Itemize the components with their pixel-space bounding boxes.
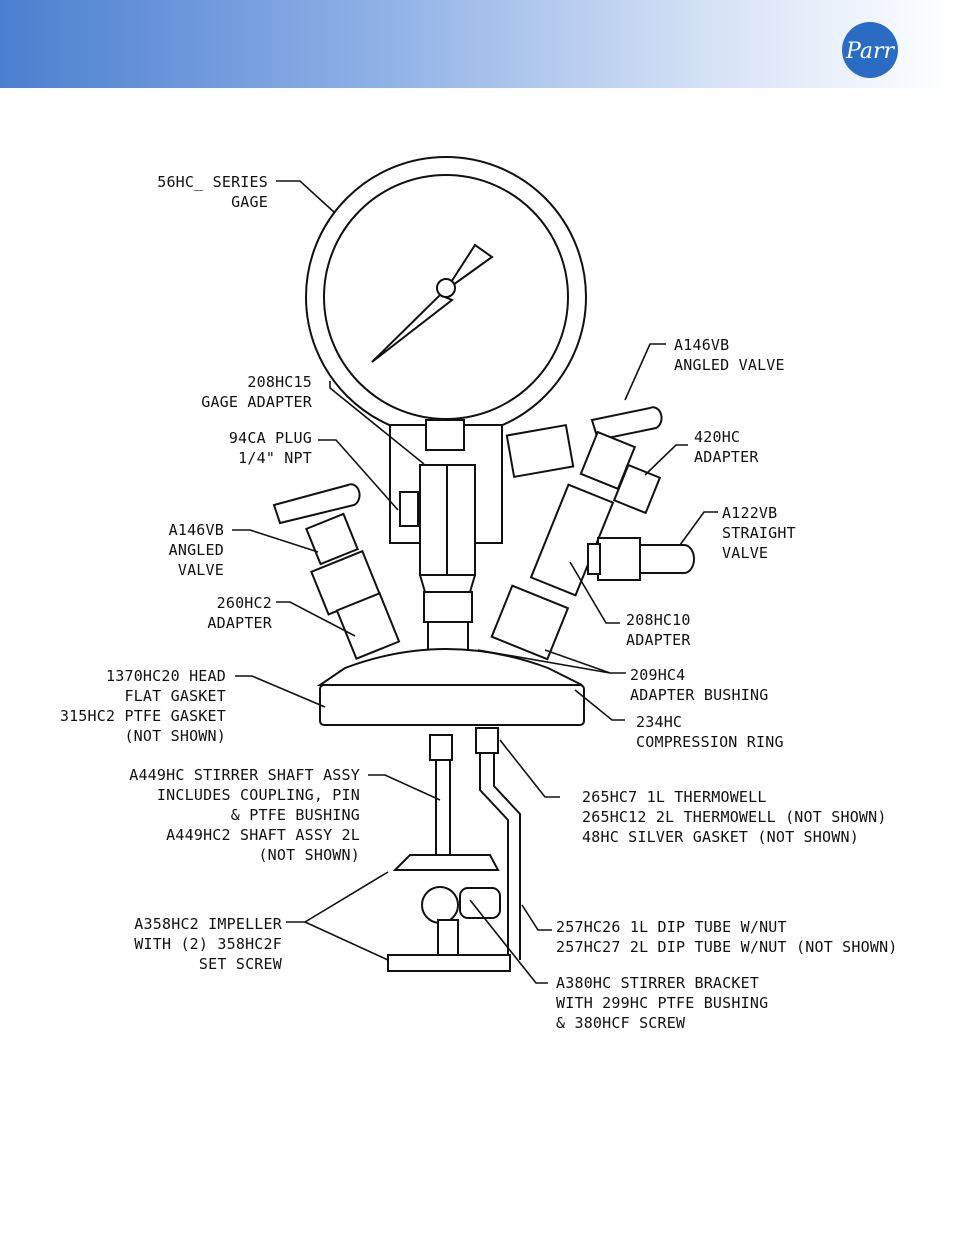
label-adapter-260: 260HC2 ADAPTER xyxy=(207,594,272,632)
svg-text:FLAT GASKET: FLAT GASKET xyxy=(124,687,226,705)
label-angled-valve-left: A146VB ANGLED VALVE xyxy=(169,521,224,579)
svg-text:420HC: 420HC xyxy=(694,428,740,446)
svg-text:265HC7 1L THERMOWELL: 265HC7 1L THERMOWELL xyxy=(582,788,767,806)
svg-text:234HC: 234HC xyxy=(636,713,682,731)
svg-text:A449HC2 SHAFT ASSY 2L: A449HC2 SHAFT ASSY 2L xyxy=(166,826,360,844)
svg-text:ADAPTER: ADAPTER xyxy=(694,448,759,466)
gage-drawing xyxy=(305,156,587,544)
head-drawing xyxy=(316,648,585,726)
svg-text:VALVE: VALVE xyxy=(178,561,224,579)
label-stirrer-shaft: A449HC STIRRER SHAFT ASSY INCLUDES COUPL… xyxy=(129,766,360,864)
label-dip-tube: 257HC26 1L DIP TUBE W/NUT 257HC27 2L DIP… xyxy=(556,918,898,956)
svg-text:SET SCREW: SET SCREW xyxy=(199,955,283,973)
svg-text:VALVE: VALVE xyxy=(722,544,768,562)
svg-text:WITH 299HC PTFE BUSHING: WITH 299HC PTFE BUSHING xyxy=(556,994,768,1012)
label-gage-adapter: 208HC15 GAGE ADAPTER xyxy=(201,373,313,411)
straight-valve-drawing xyxy=(587,537,695,581)
label-compression-ring: 234HC COMPRESSION RING xyxy=(636,713,784,751)
svg-text:COMPRESSION RING: COMPRESSION RING xyxy=(636,733,784,751)
svg-text:1370HC20 HEAD: 1370HC20 HEAD xyxy=(106,667,226,685)
svg-text:48HC SILVER GASKET (NOT SHOWN): 48HC SILVER GASKET (NOT SHOWN) xyxy=(582,828,859,846)
svg-text:STRAIGHT: STRAIGHT xyxy=(722,524,796,542)
svg-text:A449HC STIRRER SHAFT ASSY: A449HC STIRRER SHAFT ASSY xyxy=(129,766,360,784)
label-impeller: A358HC2 IMPELLER WITH (2) 358HC2F SET SC… xyxy=(134,915,282,973)
svg-text:94CA PLUG: 94CA PLUG xyxy=(229,429,312,447)
svg-text:265HC12 2L THERMOWELL (NOT SHO: 265HC12 2L THERMOWELL (NOT SHOWN) xyxy=(582,808,887,826)
parr-logo-icon: Parr xyxy=(842,22,898,78)
label-plug: 94CA PLUG 1/4" NPT xyxy=(229,429,312,467)
svg-text:A122VB: A122VB xyxy=(722,504,777,522)
header-band xyxy=(0,0,954,88)
svg-text:A146VB: A146VB xyxy=(169,521,224,539)
svg-text:257HC27 2L DIP TUBE W/NUT (NOT: 257HC27 2L DIP TUBE W/NUT (NOT SHOWN) xyxy=(556,938,898,956)
svg-text:260HC2: 260HC2 xyxy=(217,594,272,612)
label-gage: 56HC_ SERIES GAGE xyxy=(157,173,268,211)
svg-text:& PTFE BUSHING: & PTFE BUSHING xyxy=(231,806,360,824)
svg-text:ADAPTER BUSHING: ADAPTER BUSHING xyxy=(630,686,768,704)
svg-text:GAGE: GAGE xyxy=(231,193,268,211)
svg-text:1/4" NPT: 1/4" NPT xyxy=(238,449,312,467)
svg-text:ANGLED: ANGLED xyxy=(169,541,224,559)
svg-text:ADAPTER: ADAPTER xyxy=(626,631,691,649)
label-adapter-420: 420HC ADAPTER xyxy=(694,428,759,466)
svg-text:ANGLED VALVE: ANGLED VALVE xyxy=(674,356,785,374)
svg-text:209HC4: 209HC4 xyxy=(630,666,685,684)
svg-text:(NOT SHOWN): (NOT SHOWN) xyxy=(124,727,226,745)
svg-text:& 380HCF SCREW: & 380HCF SCREW xyxy=(556,1014,686,1032)
svg-text:208HC10: 208HC10 xyxy=(626,611,691,629)
svg-text:208HC15: 208HC15 xyxy=(247,373,312,391)
svg-text:WITH (2) 358HC2F: WITH (2) 358HC2F xyxy=(134,935,282,953)
label-straight-valve: A122VB STRAIGHT VALVE xyxy=(722,504,796,562)
label-head: 1370HC20 HEAD FLAT GASKET 315HC2 PTFE GA… xyxy=(60,667,226,745)
svg-text:315HC2 PTFE GASKET: 315HC2 PTFE GASKET xyxy=(60,707,226,725)
svg-text:A380HC STIRRER BRACKET: A380HC STIRRER BRACKET xyxy=(556,974,759,992)
leader-lines xyxy=(232,180,718,984)
svg-text:INCLUDES COUPLING, PIN: INCLUDES COUPLING, PIN xyxy=(157,786,360,804)
svg-text:A146VB: A146VB xyxy=(674,336,729,354)
svg-text:A358HC2 IMPELLER: A358HC2 IMPELLER xyxy=(134,915,282,933)
svg-text:ADAPTER: ADAPTER xyxy=(207,614,272,632)
svg-text:(NOT SHOWN): (NOT SHOWN) xyxy=(258,846,360,864)
label-angled-valve-right: A146VB ANGLED VALVE xyxy=(674,336,785,374)
svg-text:56HC_ SERIES: 56HC_ SERIES xyxy=(157,173,268,191)
label-adapter-208: 208HC10 ADAPTER xyxy=(626,611,691,649)
label-thermowell: 265HC7 1L THERMOWELL 265HC12 2L THERMOWE… xyxy=(582,788,887,846)
left-valve-drawing xyxy=(272,483,401,661)
gage-adapter-drawing xyxy=(418,464,477,665)
svg-text:GAGE ADAPTER: GAGE ADAPTER xyxy=(201,393,313,411)
internals-drawing xyxy=(387,727,521,972)
logo-text: Parr xyxy=(845,39,895,64)
label-bushing: 209HC4 ADAPTER BUSHING xyxy=(630,666,768,704)
svg-text:257HC26 1L DIP TUBE W/NUT: 257HC26 1L DIP TUBE W/NUT xyxy=(556,918,787,936)
label-stirrer-bracket: A380HC STIRRER BRACKET WITH 299HC PTFE B… xyxy=(556,974,768,1032)
